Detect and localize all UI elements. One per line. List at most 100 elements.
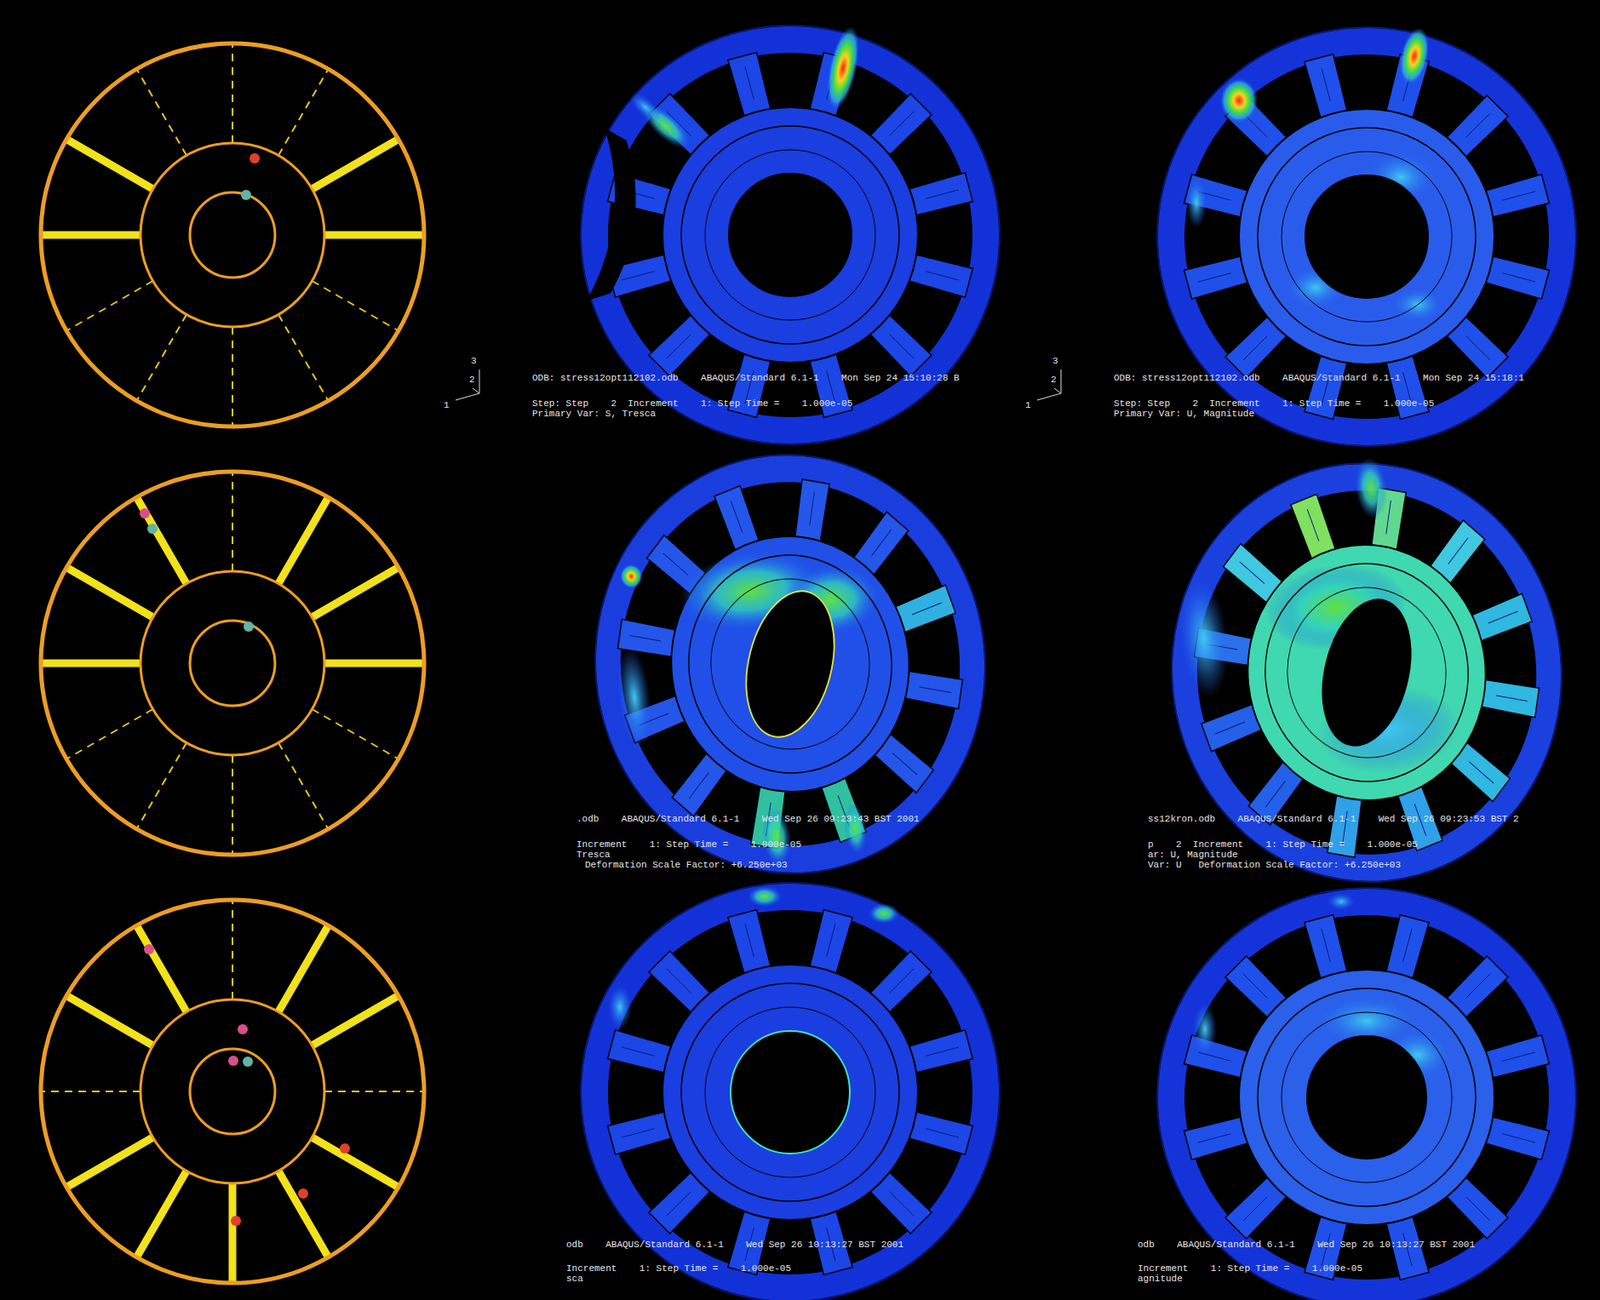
hub: [1235, 533, 1499, 813]
hub-groove: [705, 149, 876, 321]
solid-spoke: [312, 996, 399, 1047]
fe-wheel: [574, 435, 1006, 893]
marker-dot: [228, 1055, 239, 1067]
caption-text: .odb ABAQUS/Standard 6.1-1 Wed Sep 26 09…: [576, 814, 920, 825]
solid-spoke: [66, 1137, 153, 1188]
spoke-edge: [666, 1192, 691, 1216]
hub: [1238, 969, 1495, 1226]
axis-line: [472, 388, 480, 394]
rim-edge: [580, 883, 1000, 1300]
dashed-spoke: [66, 709, 153, 760]
outer-ring: [40, 471, 425, 855]
rim-inside: [607, 52, 973, 418]
spoke-edge: [911, 602, 943, 615]
rim-edge: [574, 435, 1006, 893]
spoke-edge: [1502, 1052, 1536, 1061]
rim: [580, 883, 1000, 1300]
caption-text: Deformation Scale Factor: +6.250e+03: [584, 860, 788, 871]
caption-text: ODB: stress12opt112102.odb ABAQUS/Standa…: [1113, 372, 1525, 384]
rim: [1157, 27, 1577, 447]
bore: [728, 173, 852, 297]
spoke-edge: [1466, 1197, 1491, 1222]
solid-spoke: [312, 1137, 399, 1188]
axis-line: [1054, 388, 1061, 394]
solid-spoke: [66, 567, 153, 619]
hub-groove: [1281, 151, 1452, 322]
wheel-schematic: [40, 471, 425, 855]
marker-dot: [143, 944, 155, 955]
caption-text: ODB: stress12opt112102.odb ABAQUS/Standa…: [532, 372, 960, 384]
spoke-edge: [925, 189, 959, 199]
axis-triad: [1037, 369, 1061, 401]
marker-dot: [139, 508, 150, 519]
hub-groove: [681, 983, 900, 1202]
fe-wheel: [1150, 439, 1583, 901]
marker-dot: [339, 1143, 350, 1154]
caption-text: Step: Step 2 Increment 1: Step Time = 1.…: [532, 398, 853, 409]
spoke-edge: [1403, 929, 1412, 963]
stress-hotspot: [1327, 893, 1355, 911]
spoke-edge: [1496, 692, 1528, 705]
dashed-spoke: [40, 1090, 141, 1093]
caption-text: Var: U Deformation Scale Factor: +6.250e…: [1147, 860, 1401, 871]
caption-text: Increment 1: Step Time = 1.000e-05: [576, 839, 802, 850]
dashed-spoke: [278, 315, 329, 402]
middle-ring: [140, 143, 325, 327]
caption-text: 3: [470, 355, 477, 367]
dashed-spoke: [231, 43, 234, 144]
dashed-spoke: [278, 743, 329, 830]
outer-ring: [40, 43, 425, 427]
stress-hotspot: [1174, 576, 1234, 700]
stress-hotspot: [1394, 24, 1434, 87]
spoke-edge: [745, 66, 754, 100]
spoke-edge: [925, 1129, 959, 1138]
hub-groove: [702, 571, 878, 757]
caption-text: 3: [1052, 355, 1059, 367]
spoke-edge: [1321, 68, 1331, 102]
solid-spoke: [278, 925, 329, 1012]
spoke-edge: [663, 550, 689, 578]
caption-text: agnitude: [1137, 1273, 1183, 1285]
stress-hotspot: [1192, 1003, 1217, 1056]
caption-text: 1: [443, 400, 450, 411]
dashed-spoke: [137, 315, 188, 402]
spoke-edge: [1214, 722, 1246, 735]
spoke-edge: [1502, 191, 1536, 201]
solid-spoke: [312, 139, 399, 190]
spoke-edge: [826, 923, 836, 958]
caption-text: Tresca: [576, 849, 611, 861]
spoke-edge: [1243, 1197, 1268, 1222]
spoke-edge: [1502, 1134, 1536, 1143]
stress-hotspot: [1186, 177, 1207, 229]
axis-line: [455, 393, 480, 401]
stress-hotspot: [1220, 78, 1258, 123]
stress-hotspot: [1352, 456, 1391, 521]
dashed-spoke: [231, 471, 234, 572]
marker-dot: [242, 1056, 253, 1067]
wheel-schematic: [40, 43, 425, 427]
spoke-edge: [629, 632, 661, 645]
rim-edge: [1157, 27, 1577, 447]
rim-edge: [1151, 443, 1583, 901]
outer-ring: [40, 900, 425, 1284]
inner-ring: [189, 620, 276, 706]
middle-ring: [140, 571, 325, 756]
caption-text: Primary Var: U, Magnitude: [1113, 408, 1255, 419]
spoke-edge: [1321, 929, 1331, 963]
solid-spoke: [278, 497, 329, 584]
dashed-spoke: [137, 68, 188, 155]
caption-text: sca: [566, 1273, 584, 1285]
rim-inside: [607, 910, 973, 1275]
solid-spoke: [137, 1171, 188, 1258]
hub-groove: [677, 544, 903, 783]
rim-inside: [1184, 915, 1549, 1280]
bore: [1307, 1036, 1427, 1159]
hub-groove: [1278, 579, 1455, 766]
solid-spoke: [312, 567, 399, 619]
solid-spoke: [66, 996, 153, 1047]
rim-inside: [1184, 54, 1549, 419]
spoke-edge: [806, 492, 819, 526]
spoke-edge: [919, 683, 952, 696]
caption-text: 2: [469, 374, 476, 385]
